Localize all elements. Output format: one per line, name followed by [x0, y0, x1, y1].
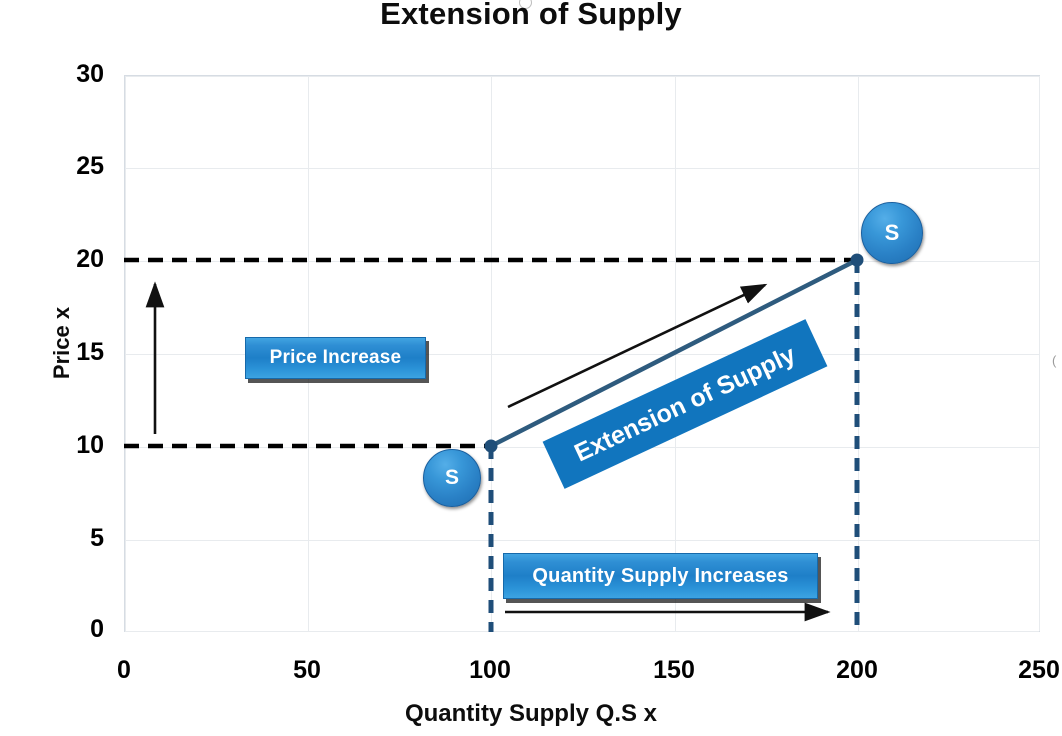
data-point-s1[interactable] — [484, 439, 498, 453]
x-axis-title: Quantity Supply Q.S x — [404, 700, 658, 727]
y-tick-5: 5 — [90, 524, 104, 552]
y-tick-25: 25 — [76, 152, 104, 180]
supply-marker-lower[interactable]: S — [423, 449, 481, 507]
resize-handle-top-icon[interactable] — [519, 0, 532, 9]
x-tick-100: 100 — [469, 656, 511, 684]
x-tick-0: 0 — [117, 656, 131, 684]
gridline-y-25 — [125, 168, 1039, 169]
data-point-s2[interactable] — [850, 253, 864, 267]
price-increase-callout[interactable]: Price Increase — [245, 337, 426, 379]
supply-curve-line[interactable] — [488, 257, 860, 449]
x-tick-200: 200 — [836, 656, 878, 684]
y-tick-15: 15 — [76, 338, 104, 366]
quantity-supply-increases-callout[interactable]: Quantity Supply Increases — [503, 553, 818, 599]
y-tick-20: 20 — [76, 245, 104, 273]
x-tick-250: 250 — [1018, 656, 1060, 684]
gridline-x-250 — [1039, 76, 1040, 631]
x-tick-50: 50 — [293, 656, 321, 684]
gridline-y-5 — [125, 540, 1039, 541]
gridline-x-0 — [125, 76, 126, 631]
supply-marker-upper[interactable]: S — [861, 202, 923, 264]
gridline-x-100 — [491, 76, 492, 631]
y-tick-30: 30 — [76, 60, 104, 88]
gridline-y-30 — [125, 76, 1039, 77]
gridline-y-0 — [125, 631, 1039, 632]
resize-handle-right-icon[interactable]: ( — [1052, 353, 1057, 368]
gridline-y-15 — [125, 354, 1039, 355]
chart-title: Extension of Supply — [380, 0, 682, 31]
extension-direction-arrow — [507, 283, 768, 409]
y-tick-0: 0 — [90, 615, 104, 643]
x-tick-150: 150 — [653, 656, 695, 684]
y-tick-10: 10 — [76, 431, 104, 459]
